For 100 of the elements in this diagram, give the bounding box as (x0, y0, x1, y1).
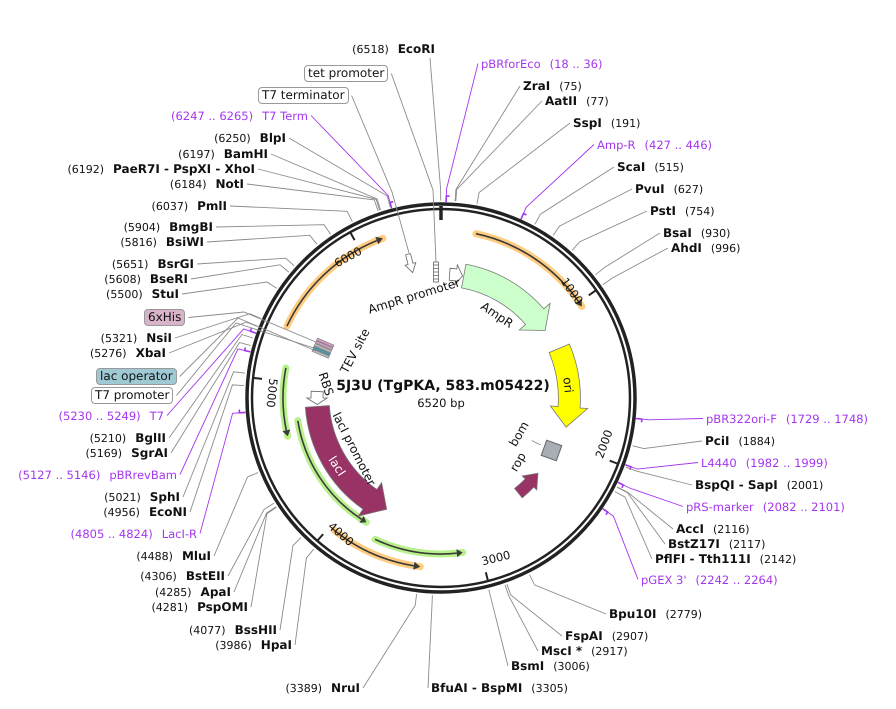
primer-range: (1729 .. 1748) (786, 412, 868, 426)
leader-line (454, 86, 520, 202)
enzyme-name: BamHI (224, 147, 268, 161)
enzyme-name: NsiI (146, 331, 172, 345)
site-position: (6184) (170, 178, 206, 191)
leader-line (390, 73, 436, 262)
site-position: (191) (610, 117, 640, 130)
site-position: (2117) (728, 538, 766, 551)
site-position: (4077) (189, 624, 226, 637)
site-position: (5210) (90, 432, 126, 445)
primer-range: (1982 .. 1999) (746, 456, 828, 470)
primer-range: (2242 .. 2264) (696, 573, 778, 587)
enzyme-name: BstZ17I (668, 537, 720, 551)
primer-name: pRS-marker (686, 500, 754, 514)
site-position: (627) (674, 183, 704, 196)
site-position: (5021) (104, 491, 141, 504)
site-position: (6250) (214, 132, 251, 145)
leader-line (216, 224, 332, 235)
site-position: (1884) (738, 435, 776, 448)
leader-line (206, 234, 318, 245)
site-position: (4956) (103, 506, 140, 519)
site-position: (754) (684, 205, 715, 218)
leader-line (488, 589, 508, 666)
leader-line (428, 594, 433, 688)
site-position: (5276) (90, 347, 127, 360)
enzyme-name: EcoRI (398, 42, 435, 56)
feature-label: RBS (316, 370, 336, 398)
leader-line (506, 584, 562, 636)
leader-line (528, 574, 606, 614)
site-position: (4285) (154, 586, 192, 599)
enzyme-name: MluI (182, 549, 211, 563)
site-position: (5816) (120, 236, 157, 249)
enzyme-name: BspQI - SapI (695, 478, 778, 492)
leader-line (228, 502, 274, 576)
leader-line (294, 548, 314, 646)
site-position: (2917) (591, 645, 628, 658)
enzyme-name: PspOMI (197, 600, 248, 614)
site-position: (6197) (178, 148, 215, 161)
leader-line (552, 188, 632, 236)
enzyme-name: BsmI (511, 659, 544, 673)
leader-line (168, 322, 258, 354)
leader-line (170, 342, 252, 454)
enzyme-name: ApaI (200, 585, 231, 599)
enzyme-name: PflFI - Tth111I (655, 552, 751, 566)
scale-number: 2000 (592, 428, 616, 460)
site-position: (2001) (786, 479, 824, 492)
primer-name: pBRforEco (481, 57, 541, 71)
primer-range: (2082 .. 2101) (762, 500, 845, 514)
enzyme-name: XbaI (136, 346, 166, 360)
site-position: (5321) (100, 332, 138, 345)
leader-line (234, 506, 277, 592)
feature-tag: T7 promoter (91, 387, 174, 404)
enzyme-name: HpaI (260, 638, 292, 652)
primer-name: pBR322ori-F (706, 412, 777, 426)
site-position: (5651) (112, 258, 148, 271)
leader-line (182, 371, 246, 498)
site-position: (4306) (140, 570, 177, 583)
primer-name: L4440 (701, 456, 737, 470)
site-position: (930) (700, 227, 730, 240)
site-position: (2116) (712, 523, 750, 536)
leader-line (179, 317, 316, 377)
primer-range: (5127 .. 5146) (18, 468, 100, 482)
feature-label: ori (560, 376, 576, 394)
leader-line (182, 282, 278, 294)
primer-range: (18 .. 36) (550, 57, 602, 71)
site-position: (75) (559, 80, 582, 93)
leader-line (455, 100, 542, 202)
leader-line (534, 166, 614, 225)
primer-name: pBRrevBam (109, 468, 177, 482)
leader-line (280, 536, 302, 630)
leader-line (614, 491, 652, 560)
site-position: (5500) (106, 288, 143, 301)
enzyme-name: PstI (650, 204, 676, 218)
enzyme-name: BglII (135, 431, 166, 445)
enzyme-name: BfuAI - BspMI (431, 681, 522, 695)
scale-number: 5000 (264, 378, 281, 409)
enzyme-name: StuI (152, 287, 179, 301)
leader-line (616, 486, 666, 544)
leader-line (288, 138, 391, 208)
leader-line (476, 122, 570, 204)
enzyme-name: BstEII (186, 569, 225, 583)
site-position: (5904) (124, 221, 160, 234)
feature-block (540, 440, 562, 462)
leader-line (176, 322, 314, 396)
primer-name: Amp-R (597, 138, 636, 152)
site-position: (3305) (531, 682, 568, 695)
site-position: (515) (654, 161, 684, 174)
leader-line (594, 232, 660, 276)
leader-line (626, 466, 692, 486)
enzyme-name: NotI (216, 177, 244, 191)
leader-line (246, 184, 378, 212)
primer-range: (427 .. 446) (644, 138, 712, 152)
enzyme-name: MscI * (541, 644, 582, 658)
enzyme-name: AatII (545, 94, 578, 108)
enzyme-name: ScaI (617, 160, 646, 174)
site-position: (2142) (760, 553, 796, 566)
leader-line (258, 168, 380, 211)
enzyme-name: ZraI (523, 79, 550, 93)
leader-line (602, 248, 668, 286)
enzyme-name: AhdI (671, 241, 702, 255)
